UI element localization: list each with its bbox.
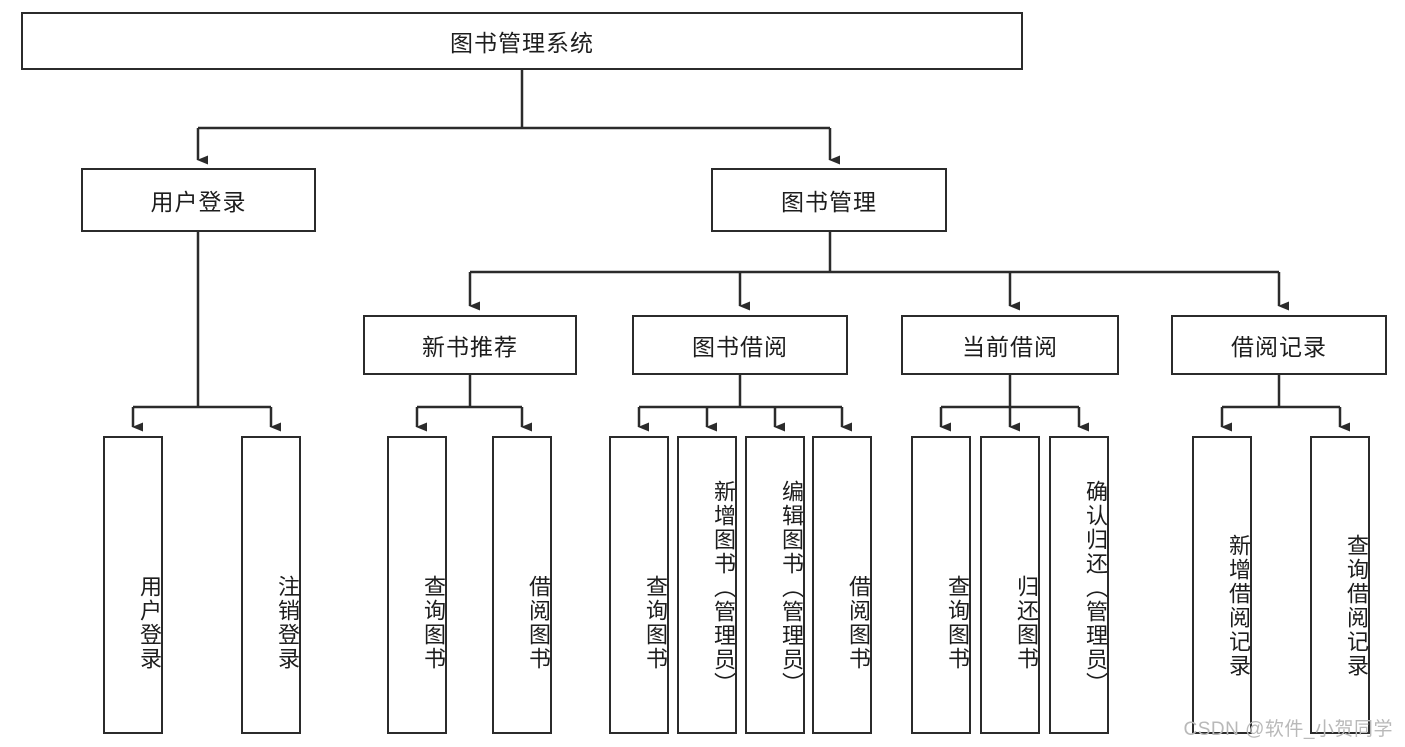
node-new-book-recommend[interactable]: 新书推荐 [363,315,577,375]
leaf-user-login-login[interactable]: 用户登录 [103,436,163,734]
leaf-book-borrow-add-admin[interactable]: 新增图书（管理员） [677,436,737,734]
node-current-borrow[interactable]: 当前借阅 [901,315,1119,375]
leaf-borrow-record-query[interactable]: 查询借阅记录 [1310,436,1370,734]
leaf-book-borrow-edit-admin[interactable]: 编辑图书（管理员） [745,436,805,734]
node-borrow-record[interactable]: 借阅记录 [1171,315,1387,375]
leaf-borrow-record-add[interactable]: 新增借阅记录 [1192,436,1252,734]
leaf-user-login-logout[interactable]: 注销登录 [241,436,301,734]
leaf-new-book-query[interactable]: 查询图书 [387,436,447,734]
node-book-borrow[interactable]: 图书借阅 [632,315,848,375]
leaf-new-book-borrow[interactable]: 借阅图书 [492,436,552,734]
leaf-book-borrow-query[interactable]: 查询图书 [609,436,669,734]
node-user-login[interactable]: 用户登录 [81,168,316,232]
node-book-management[interactable]: 图书管理 [711,168,947,232]
leaf-current-borrow-return[interactable]: 归还图书 [980,436,1040,734]
leaf-current-borrow-confirm-admin[interactable]: 确认归还（管理员） [1049,436,1109,734]
node-root-system[interactable]: 图书管理系统 [21,12,1023,70]
leaf-book-borrow-borrow[interactable]: 借阅图书 [812,436,872,734]
leaf-current-borrow-query[interactable]: 查询图书 [911,436,971,734]
